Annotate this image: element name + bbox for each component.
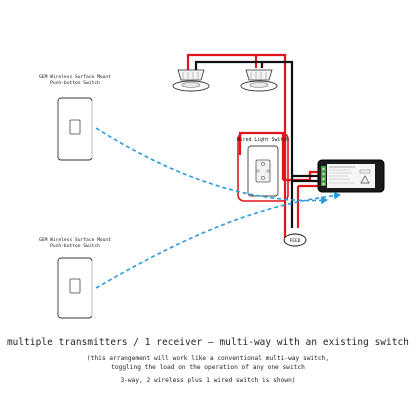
diagram-summary: 3-way, 2 wireless plus 1 wired switch is… bbox=[120, 377, 296, 384]
top-switch-label-line1: GEM Wireless Surface Mount bbox=[39, 74, 111, 80]
bottom-switch-label-line1: GEM Wireless Surface Mount bbox=[39, 237, 111, 243]
diagram-note-line2: toggling the load on the operation of an… bbox=[111, 364, 305, 371]
wireless-push-button-switch-icon bbox=[57, 257, 93, 319]
wireless-receiver-icon bbox=[317, 159, 385, 193]
wired-light-switch-icon bbox=[247, 145, 279, 197]
downlight-icon bbox=[172, 69, 210, 92]
downlight-icon bbox=[240, 69, 278, 92]
wired-light-switch-box: Wired Light Switch bbox=[237, 132, 289, 202]
feed-label: FEED bbox=[289, 238, 300, 244]
bottom-wireless-switch: GEM Wireless Surface Mount Push-button S… bbox=[39, 237, 111, 319]
top-switch-label-line2: Push-button Switch bbox=[50, 80, 100, 86]
top-wireless-switch: GEM Wireless Surface Mount Push-button S… bbox=[39, 74, 111, 161]
wired-switch-label: Wired Light Switch bbox=[237, 137, 289, 143]
diagram-title: multiple transmitters / 1 receiver – mul… bbox=[6, 337, 410, 348]
neutral-wire bbox=[194, 60, 318, 228]
wireless-signal-top bbox=[95, 127, 328, 205]
wireless-push-button-switch-icon bbox=[57, 97, 93, 161]
feed-terminal: FEED bbox=[283, 233, 307, 247]
bottom-switch-label-line2: Push-button Switch bbox=[50, 243, 100, 249]
diagram-note-line1: (this arrangement will work like a conve… bbox=[86, 355, 330, 362]
